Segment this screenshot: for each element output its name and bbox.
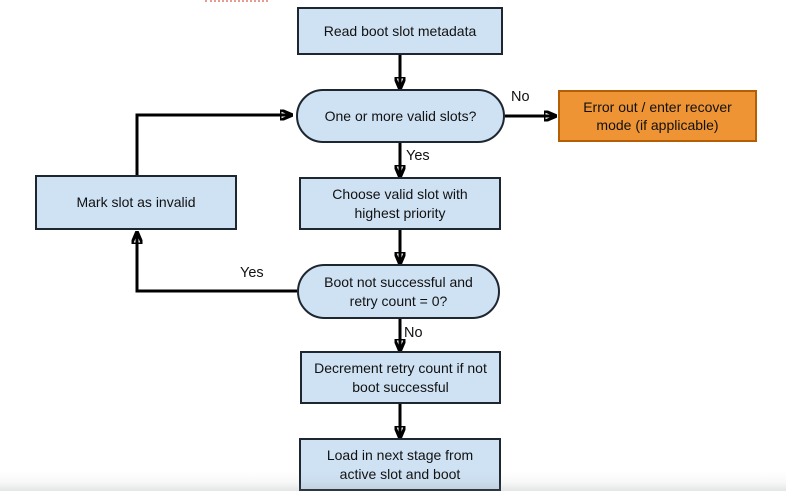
node-load-next-stage[interactable]: Load in next stage from active slot and … [299, 438, 501, 491]
edge-label-no-to-decrement[interactable]: No [404, 325, 423, 341]
node-label: Error out / enter recover mode (if appli… [583, 98, 732, 133]
node-decision-boot-retry[interactable]: Boot not successful and retry count = 0? [297, 264, 500, 319]
node-read-boot-slot-metadata[interactable]: Read boot slot metadata [297, 7, 503, 55]
node-label: Choose valid slot with highest priority [332, 186, 468, 221]
node-decrement-retry-count[interactable]: Decrement retry count if not boot succes… [300, 351, 501, 404]
selection-marquee-fragment [205, 0, 268, 2]
edge-label-no-to-error[interactable]: No [511, 89, 530, 105]
arrow-yes-to-mark-invalid [137, 234, 297, 293]
node-label: Decrement retry count if not boot succes… [314, 360, 487, 395]
node-label: Boot not successful and retry count = 0? [324, 274, 473, 309]
edge-label-yes-to-choose[interactable]: Yes [406, 148, 430, 164]
node-label: One or more valid slots? [324, 107, 477, 124]
node-decision-valid-slots[interactable]: One or more valid slots? [296, 89, 505, 143]
node-label: Load in next stage from active slot and … [326, 447, 474, 482]
node-label: Mark slot as invalid [76, 194, 196, 211]
edge-label-yes-to-mark[interactable]: Yes [240, 265, 264, 281]
arrow-mark-invalid-to-valid-decision [135, 115, 290, 175]
node-choose-valid-slot[interactable]: Choose valid slot with highest priority [299, 177, 501, 230]
node-mark-slot-invalid[interactable]: Mark slot as invalid [35, 175, 237, 230]
node-label: Read boot slot metadata [323, 22, 477, 39]
node-error-recover-mode[interactable]: Error out / enter recover mode (if appli… [558, 90, 757, 142]
